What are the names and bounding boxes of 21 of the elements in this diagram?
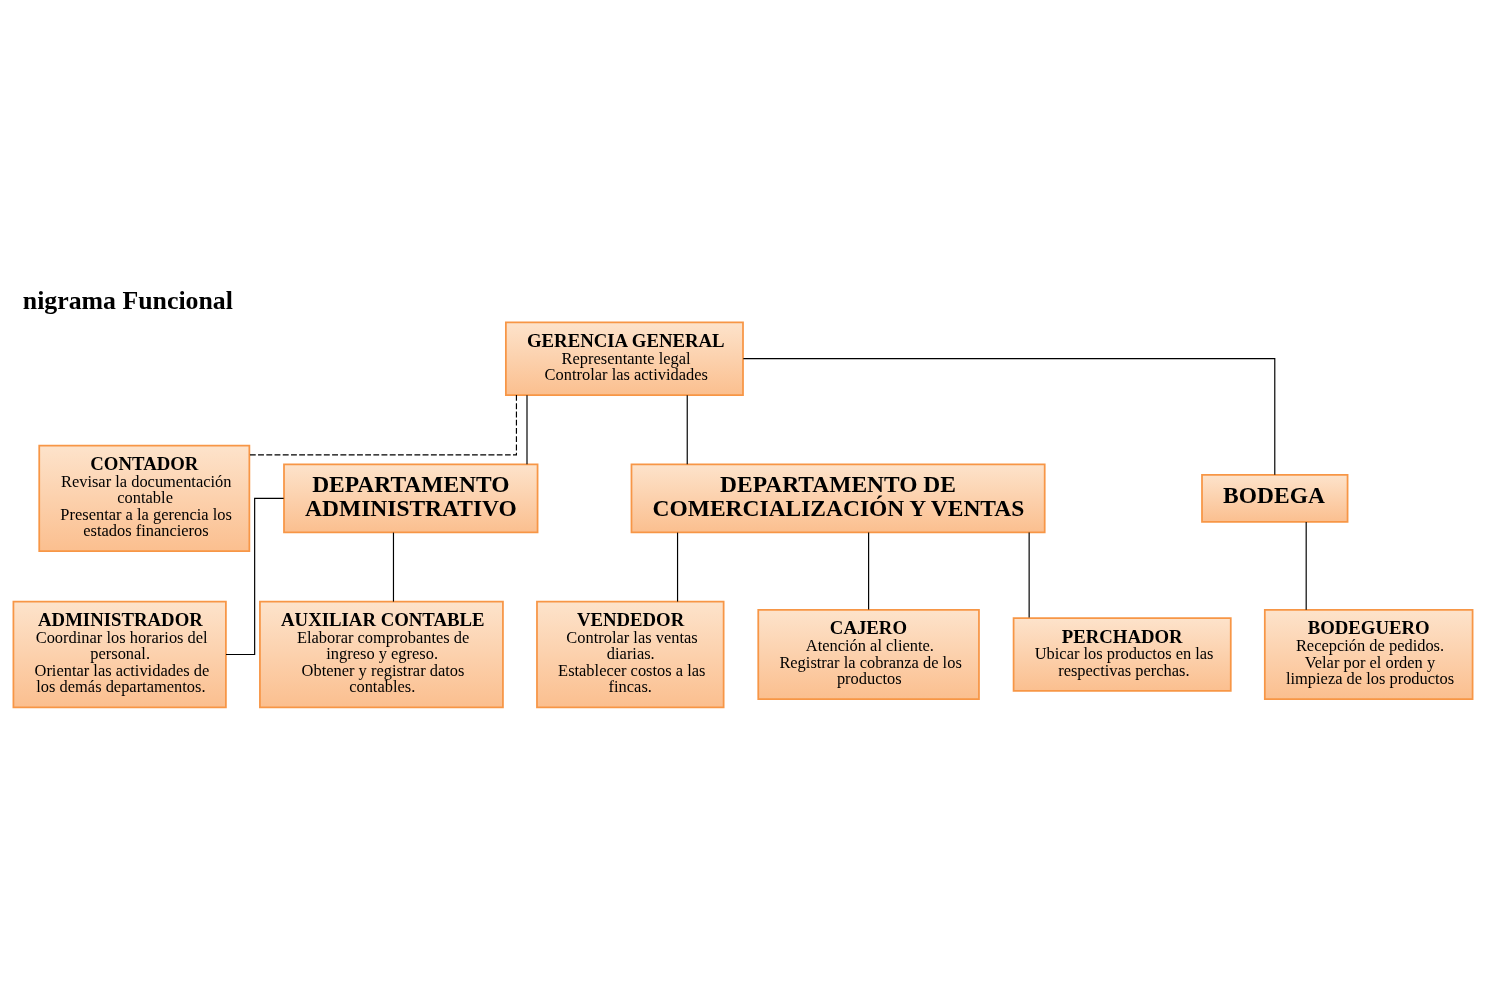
- node-box: CONTADOR Revisar la documentación contable Presentar a la gerencia los estados financieros: [38, 444, 251, 553]
- connector: [392, 532, 395, 603]
- node-box: PERCHADOR Ubicar los productos en las respectivas perchas.: [1012, 617, 1232, 692]
- node-box: AUXILIAR CONTABLE Elaborar comprobantes de ingreso y egreso. Obtener y registrar datos contables.: [259, 600, 504, 709]
- node-box: DEPARTAMENTO ADMINISTRATIVO: [283, 463, 539, 534]
- node-box: DEPARTAMENTO DE COMERCIALIZACIÓN Y VENTAS: [630, 463, 1046, 534]
- connector: [1305, 521, 1307, 611]
- node-box: VENDEDOR Controlar las ventas diarias. Establecer costos a las fincas.: [536, 600, 725, 709]
- connector: [676, 532, 679, 603]
- connector: [248, 394, 517, 456]
- diagram-title: nigrama Funcional: [22, 285, 233, 315]
- node-box: GERENCIA GENERAL Representante legal Controlar las actividades: [505, 321, 744, 396]
- node-box: BODEGA: [1201, 474, 1349, 523]
- connector: [225, 497, 285, 656]
- connector: [686, 394, 688, 465]
- connector: [868, 532, 870, 611]
- node-box: ADMINISTRADOR Coordinar los horarios del personal. Orientar las actividades de los demás departamentos.: [12, 600, 227, 709]
- connector: [1028, 532, 1030, 619]
- connector: [742, 358, 1276, 476]
- node-box: BODEGUERO Recepción de pedidos. Velar por el orden y limpieza de los productos: [1263, 609, 1474, 700]
- node-box: CAJERO Atención al cliente. Registrar la cobranza de los productos: [757, 609, 980, 700]
